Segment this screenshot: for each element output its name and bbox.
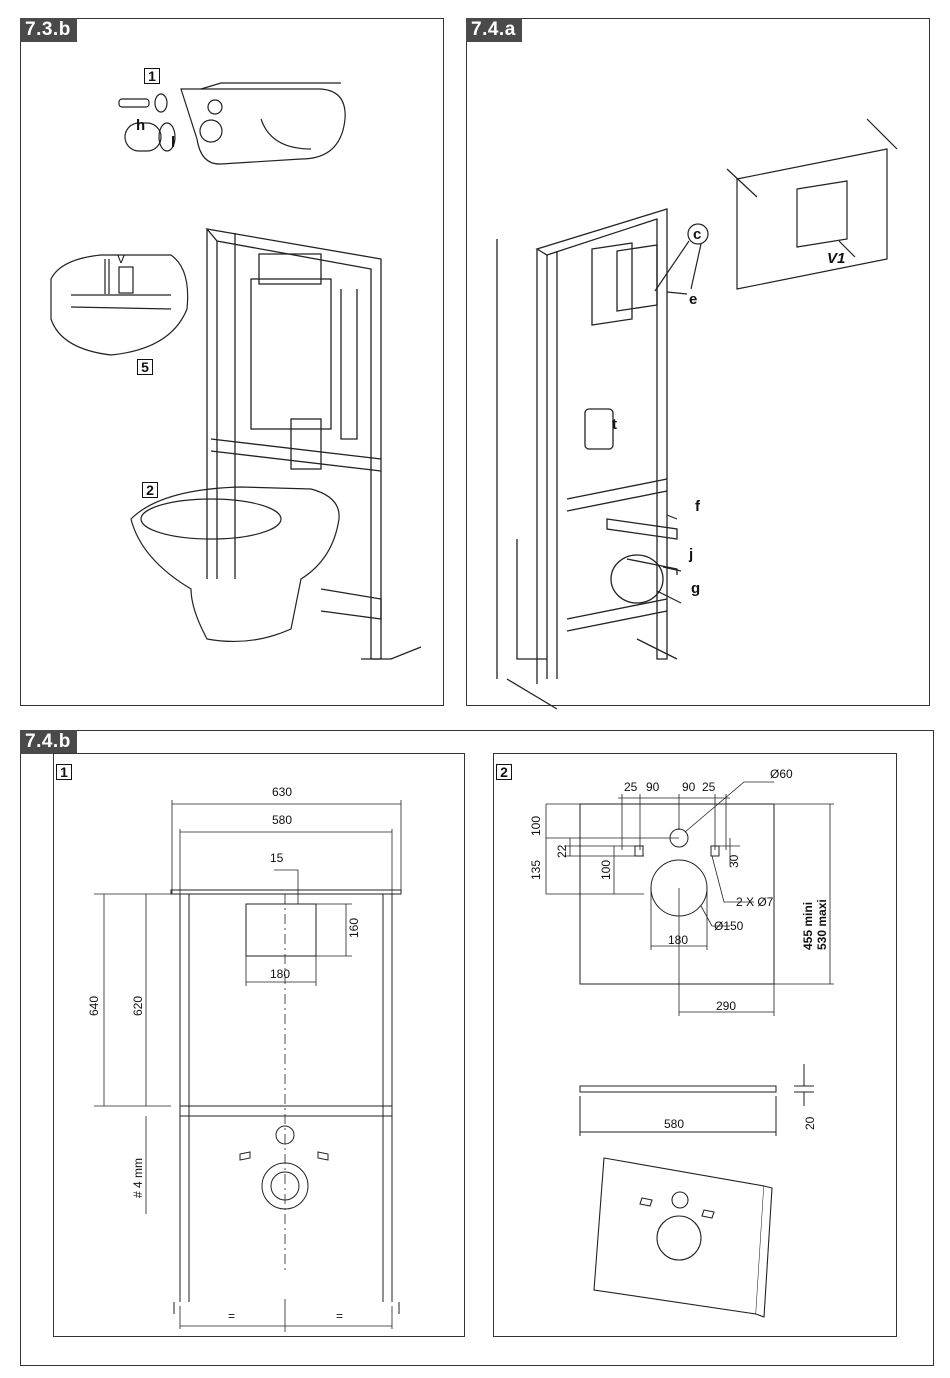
label-t: t: [612, 416, 617, 433]
front-panel-illustration: [726, 118, 898, 290]
diagram-7-4-a: c e t f j g V1: [496, 118, 898, 710]
dim-630: 630: [272, 785, 292, 799]
dim-100-mid: 100: [599, 860, 613, 880]
dim-135: 135: [529, 860, 543, 880]
dim-160: 160: [347, 918, 361, 938]
subfigure-1-marker: 1: [56, 764, 72, 780]
dim-20-thickness: 20: [803, 1116, 817, 1130]
frame-assembly-illustration: [496, 208, 678, 710]
label-j: j: [688, 546, 693, 563]
subfigure-1-frame-dimensions: 1: [53, 753, 465, 1337]
label-e: e: [689, 291, 697, 308]
label-h: h: [136, 117, 145, 134]
dim-90-right: 90: [682, 780, 696, 794]
label-v: V: [117, 252, 125, 266]
label-v1: V1: [827, 250, 845, 267]
dim-455-mini: 455 mini: [801, 902, 815, 950]
dim-30: 30: [727, 854, 741, 868]
section-tag-7-4-b: 7.4.b: [20, 730, 77, 754]
dim-640: 640: [87, 996, 101, 1016]
section-tag-7-4-a: 7.4.a: [466, 18, 522, 42]
frame-illustration: [205, 228, 422, 660]
dim-25-right: 25: [702, 780, 716, 794]
dim-equal-right: =: [336, 1309, 343, 1323]
step-1-marker: 1: [144, 68, 160, 84]
dim-holes-2x7: 2 X Ø7: [736, 895, 774, 909]
toilet-bowl-illustration: [130, 486, 340, 643]
dim-180: 180: [668, 933, 688, 947]
panel-7-4-a: 7.4.a: [466, 18, 930, 710]
dim-22: 22: [555, 844, 569, 858]
frame-dimension-drawing: 630 580 15 160 180 640 620 # 4 mm = =: [87, 785, 402, 1332]
dim-25-left: 25: [624, 780, 638, 794]
dim-620: 620: [131, 996, 145, 1016]
dim-dia-150: Ø150: [714, 919, 744, 933]
dim-15: 15: [270, 851, 284, 865]
panel-7-4-b: 7.4.b 1: [20, 730, 934, 1366]
panel-7-3-b: 7.3.b: [20, 18, 444, 706]
dim-90-left: 90: [646, 780, 660, 794]
label-f: f: [695, 498, 701, 515]
valve-detail-illustration: [50, 254, 189, 356]
callout-arrows: [654, 223, 856, 604]
bowl-fittings-illustration: [118, 82, 346, 165]
panel-dimension-lines: [545, 781, 834, 1016]
panel-side-view: [579, 1064, 814, 1136]
label-g: g: [691, 580, 700, 597]
dimension-lines: [94, 800, 402, 1332]
panel-isometric-view: [593, 1157, 773, 1318]
diagram-7-3-b: h l V: [50, 82, 422, 660]
dim-100-top: 100: [529, 816, 543, 836]
dim-4mm: # 4 mm: [131, 1158, 145, 1198]
label-l: l: [171, 134, 175, 151]
subfigure-2-panel-dimensions: 2: [493, 753, 897, 1337]
dim-580-panel: 580: [664, 1117, 684, 1131]
dim-530-maxi: 530 maxi: [815, 899, 829, 950]
subfigure-2-marker: 2: [496, 764, 512, 780]
panel-dimension-drawing: 25 90 90 25 Ø60 100 22 135 100 30 2 X Ø7…: [529, 767, 834, 1318]
dim-equal-left: =: [228, 1309, 235, 1323]
dim-580: 580: [272, 813, 292, 827]
frame-outline: [170, 889, 402, 1314]
label-c: c: [693, 226, 701, 243]
step-5-marker: 5: [137, 359, 153, 375]
dim-290: 290: [716, 999, 736, 1013]
dim-dia-60: Ø60: [770, 767, 793, 781]
section-tag-7-3-b: 7.3.b: [20, 18, 77, 42]
dim-180: 180: [270, 967, 290, 981]
step-2-marker: 2: [142, 482, 158, 498]
